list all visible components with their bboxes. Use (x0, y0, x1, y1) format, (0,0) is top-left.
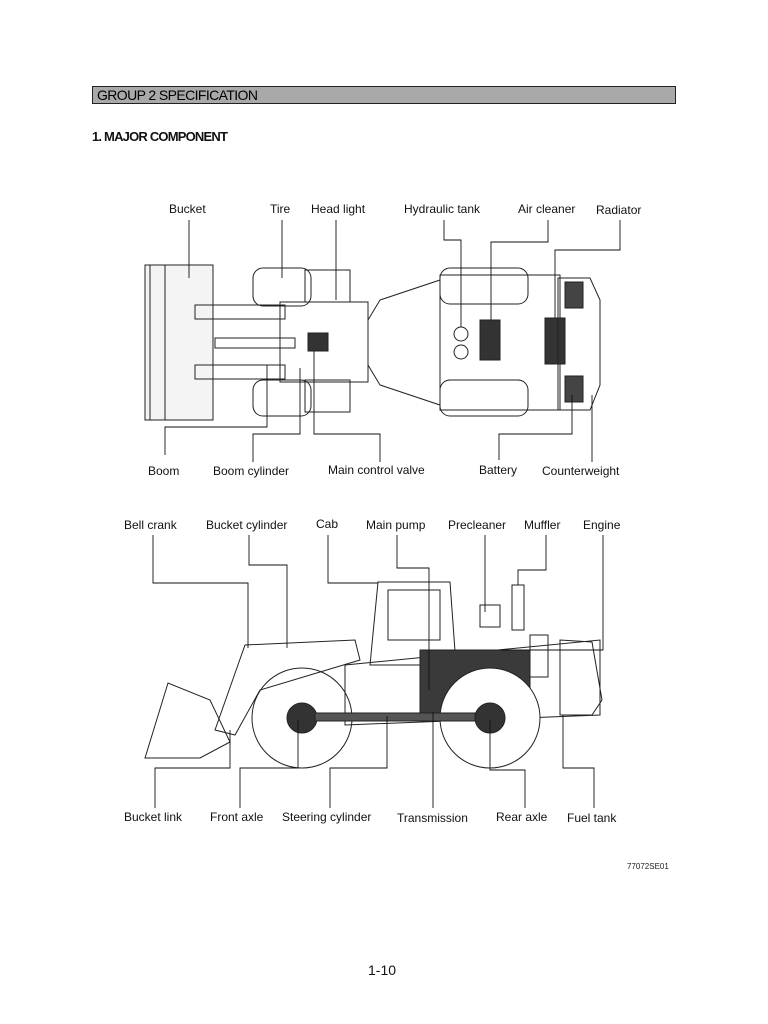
top-rear-tire (439, 267, 529, 305)
leader-battery (498, 395, 573, 460)
leader-front-axle (239, 720, 299, 808)
leader-rear-axle (489, 720, 526, 808)
label-bucket-link: Bucket link (124, 810, 183, 824)
leader-muffler (517, 535, 547, 585)
side-precleaner (479, 604, 501, 628)
label-engine: Engine (583, 518, 621, 532)
leader-bucket-link (154, 730, 231, 808)
group-title: GROUP 2 SPECIFICATION (97, 87, 258, 103)
top-headlight-box (304, 269, 351, 303)
label-front-axle: Front axle (210, 810, 264, 824)
side-drive-shaft (314, 712, 476, 722)
label-muffler: Muffler (524, 518, 561, 532)
label-radiator: Radiator (596, 203, 642, 217)
label-bell-crank: Bell crank (124, 518, 177, 532)
label-boom-cylinder: Boom cylinder (213, 464, 290, 478)
figure-code: 77072SE01 (627, 862, 669, 871)
side-lift-arm (214, 639, 361, 736)
top-boom-cylinder (214, 337, 296, 349)
leader-main-pump (396, 535, 430, 690)
top-bucket (144, 264, 214, 421)
top-hyd-port (453, 344, 469, 360)
label-tire: Tire (270, 202, 291, 216)
leader-boom-cylinder (252, 368, 301, 462)
side-view-leaders (152, 535, 604, 808)
side-muffler (511, 584, 525, 631)
top-rear-tire (439, 379, 529, 417)
side-bucket (144, 682, 231, 759)
label-hydraulic-tank: Hydraulic tank (404, 202, 481, 216)
label-transmission: Transmission (397, 811, 468, 825)
label-head-light: Head light (311, 202, 366, 216)
leader-engine (500, 535, 604, 651)
label-fuel-tank: Fuel tank (567, 811, 617, 825)
top-cw-grille (564, 281, 584, 309)
leader-radiator (554, 220, 621, 318)
side-counterweight (559, 639, 603, 716)
label-battery: Battery (479, 463, 518, 477)
top-view-leaders (164, 220, 621, 462)
top-hyd-port (453, 326, 469, 342)
top-view-drawing (144, 264, 601, 421)
label-main-pump: Main pump (366, 518, 426, 532)
leader-hydraulic-tank (443, 220, 462, 327)
group-header-bar: GROUP 2 SPECIFICATION (92, 86, 676, 104)
leader-bell-crank (152, 535, 249, 648)
label-air-cleaner: Air cleaner (518, 202, 576, 216)
top-headlight-box (304, 379, 351, 413)
top-counterweight (557, 277, 601, 411)
label-counterweight: Counterweight (542, 464, 620, 478)
side-grille (529, 634, 549, 678)
leader-cab (327, 535, 378, 584)
leader-boom (164, 365, 268, 455)
label-boom: Boom (148, 464, 180, 478)
side-body (344, 639, 601, 726)
leader-fuel-tank (562, 715, 595, 808)
top-front-tire (252, 379, 312, 417)
leader-air-cleaner (490, 220, 549, 320)
top-cw-grille (564, 375, 584, 403)
label-bucket-cylinder: Bucket cylinder (206, 518, 288, 532)
label-cab: Cab (316, 517, 339, 531)
leader-bucket-cylinder (248, 535, 288, 648)
label-rear-axle: Rear axle (496, 810, 548, 824)
top-boom-arm (194, 364, 286, 380)
side-cab-window (387, 589, 441, 641)
label-steering-cylinder: Steering cylinder (282, 810, 372, 824)
label-precleaner: Precleaner (448, 518, 507, 532)
section-title: 1. MAJOR COMPONENT (92, 129, 228, 144)
leader-main-control-valve (313, 351, 381, 462)
side-view-drawing (144, 581, 603, 769)
top-control-valve (307, 332, 329, 352)
leader-steering-cylinder (329, 716, 388, 808)
top-air-cleaner (479, 319, 501, 361)
label-main-control-valve: Main control valve (328, 463, 425, 477)
side-front-hub (286, 702, 318, 734)
top-center-frame (367, 279, 441, 406)
top-radiator-core (544, 317, 566, 365)
page-number: 1-10 (368, 962, 397, 978)
label-bucket: Bucket (169, 202, 206, 216)
top-boom-arm (194, 304, 286, 320)
